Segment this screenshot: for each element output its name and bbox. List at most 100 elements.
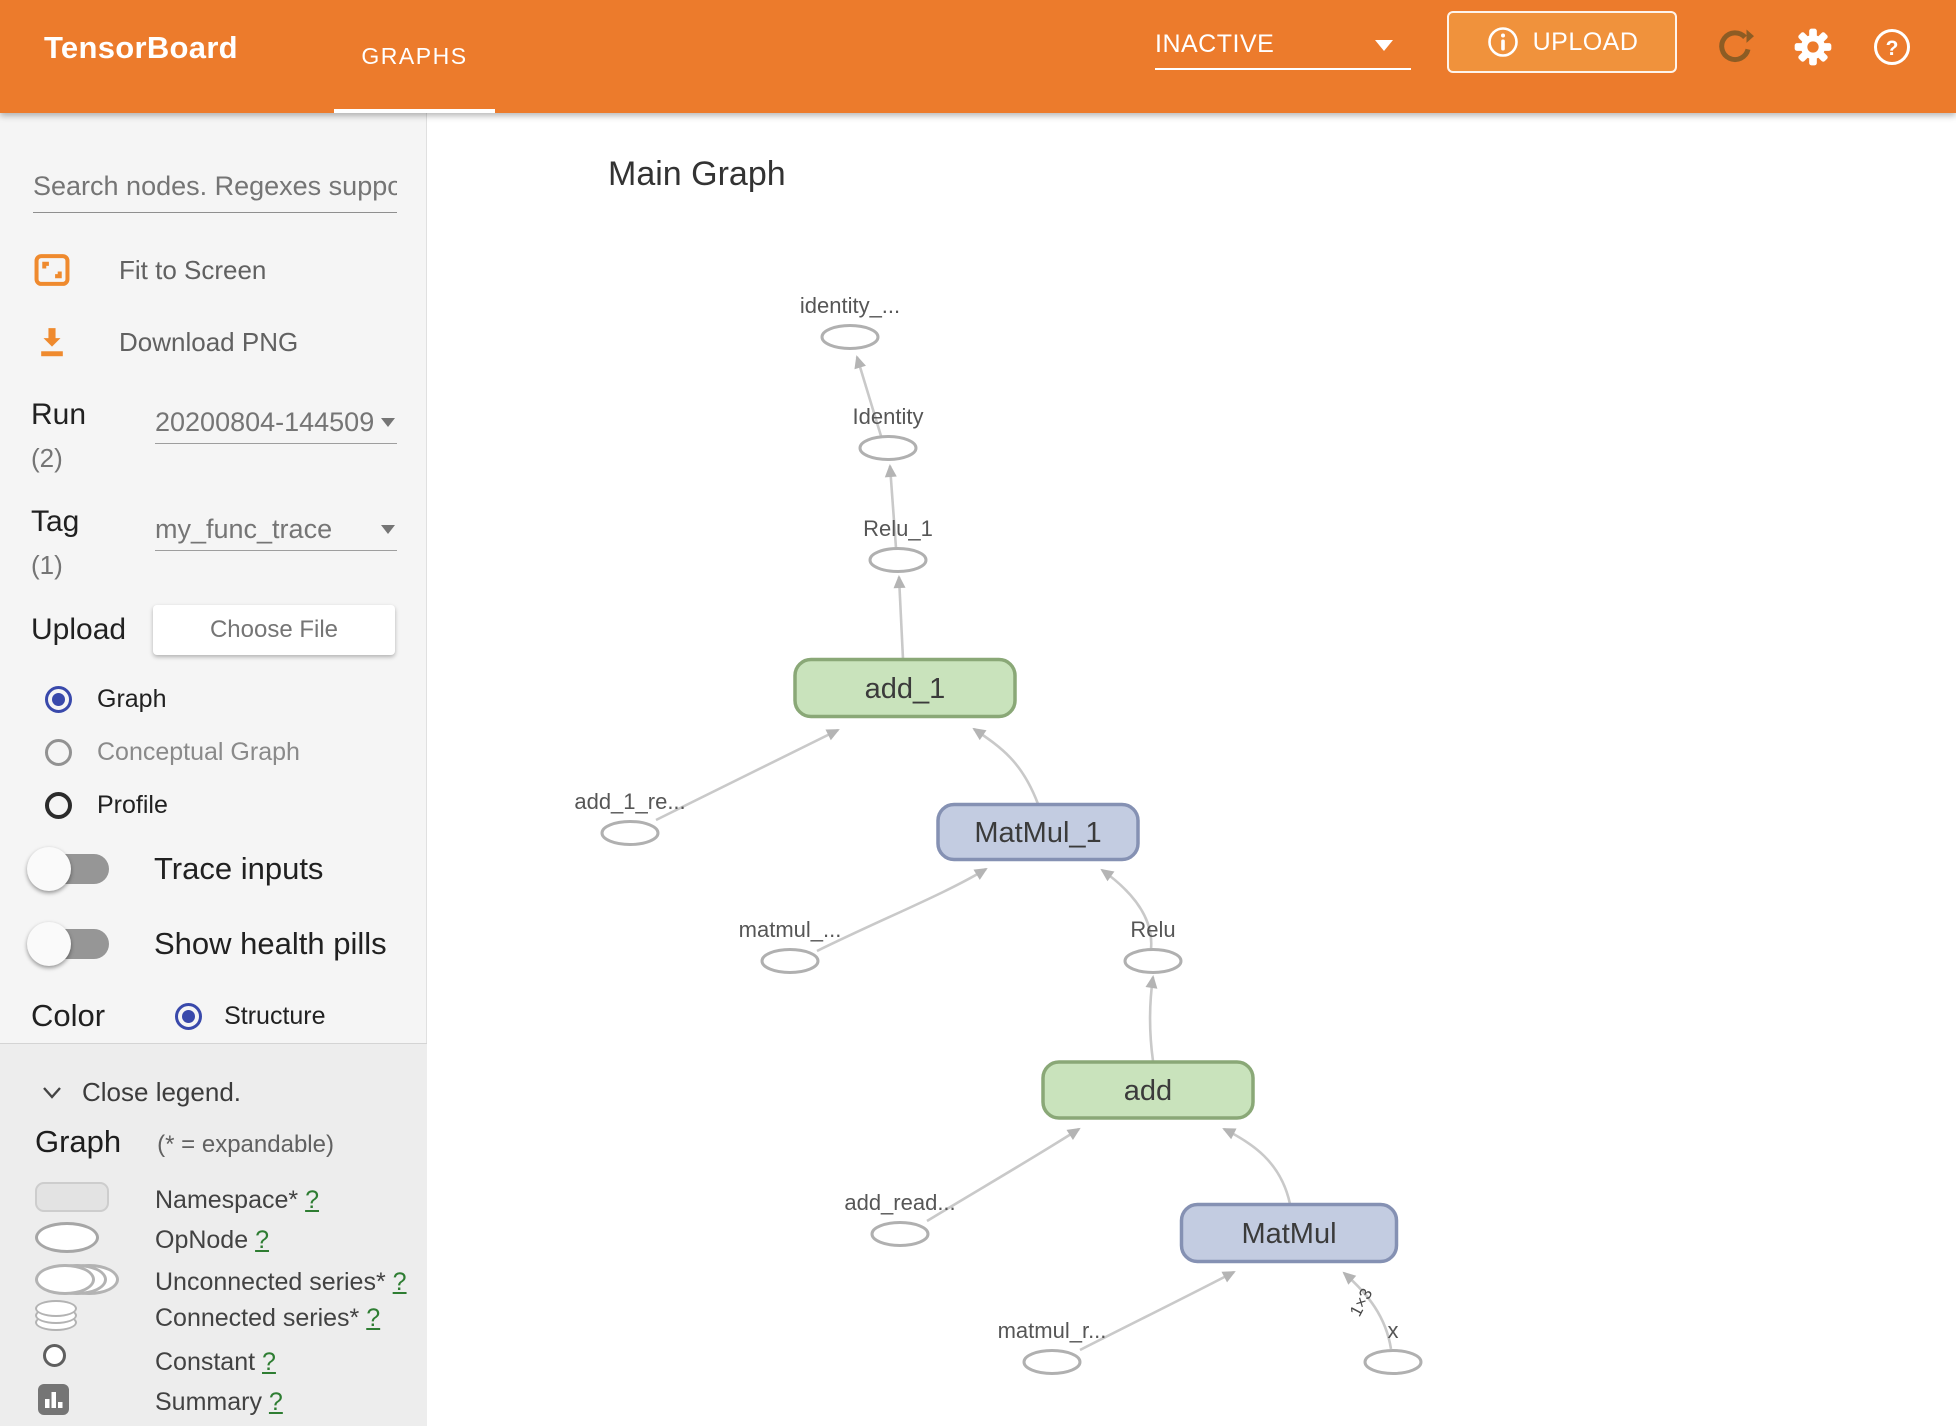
tag-label: Tag: [31, 505, 80, 538]
help-link[interactable]: ?: [366, 1304, 381, 1332]
info-icon: [1487, 27, 1518, 57]
help-icon: ?: [1874, 29, 1910, 65]
trace-inputs-toggle[interactable]: Trace inputs: [27, 847, 324, 891]
download-png-label: Download PNG: [119, 326, 299, 357]
legend-heading: Graph (* = expandable): [35, 1124, 334, 1160]
legend-label: Connected series*: [155, 1304, 360, 1332]
radio-graph[interactable]: Graph: [45, 685, 166, 714]
radio-structure-control[interactable]: [175, 1002, 203, 1030]
edge-shape-label: 1×3: [1346, 1285, 1376, 1319]
fit-to-screen-icon: [34, 254, 70, 286]
graph-node-x[interactable]: [1363, 1349, 1423, 1375]
chevron-down-icon: [1375, 40, 1393, 51]
radio-conceptual-label: Conceptual Graph: [97, 738, 300, 766]
color-structure-label: Structure: [224, 1001, 326, 1030]
radio-profile-control[interactable]: [45, 792, 72, 819]
graph-edge-add_read-to-add: [926, 1127, 1081, 1223]
show-health-pills-toggle[interactable]: Show health pills: [27, 922, 387, 966]
graph-node-Identity[interactable]: [858, 435, 918, 461]
radio-profile-label: Profile: [97, 791, 168, 819]
tag-select[interactable]: my_func_trace: [155, 509, 397, 551]
help-link[interactable]: ?: [255, 1226, 269, 1254]
legend-label: Constant: [155, 1348, 256, 1376]
svg-text:?: ?: [1886, 37, 1899, 60]
radio-graph-control[interactable]: [45, 686, 72, 713]
radio-conceptual-graph[interactable]: Conceptual Graph: [45, 738, 300, 767]
tab-graphs[interactable]: GRAPHS: [334, 0, 495, 113]
legend-heading-title: Graph: [35, 1124, 122, 1159]
legend-item-unconnected-series: Unconnected series* ?: [0, 1264, 427, 1300]
graph-node-matmul_r[interactable]: [1022, 1349, 1082, 1375]
graph-node-add_1_re[interactable]: [600, 820, 660, 846]
tag-count: (1): [31, 550, 63, 580]
graph-node-label-add_1: add_1: [865, 673, 946, 705]
run-select[interactable]: 20200804-144509: [155, 402, 397, 444]
run-label: Run: [31, 398, 87, 431]
upload-button[interactable]: UPLOAD: [1447, 11, 1677, 73]
graph-node-add_1[interactable]: [793, 657, 1017, 719]
toggle-off-icon[interactable]: [27, 922, 109, 966]
graph-node-label-x: x: [1388, 1318, 1399, 1343]
graph-edge-MatMul-to-add: [1222, 1127, 1292, 1205]
graph-node-label-add_1_re: add_1_re...: [574, 789, 685, 814]
graph-edge-Relu_1-to-Identity: [884, 464, 898, 549]
graph-node-label-matmul_read: matmul_...: [739, 917, 842, 942]
connected-series-icon: [35, 1300, 79, 1334]
graph-node-MatMul[interactable]: [1179, 1202, 1399, 1264]
graph-edge-Relu-to-MatMul_1: [1100, 868, 1153, 950]
graph-node-identity_out[interactable]: [820, 324, 880, 350]
graph-node-add_read[interactable]: [870, 1221, 930, 1247]
close-legend-label: Close legend.: [82, 1077, 241, 1107]
graph-edge-add_1-to-Relu_1: [893, 575, 906, 660]
graph-edge-add_1_re-to-add_1: [655, 728, 840, 822]
radio-graph-label: Graph: [97, 685, 167, 713]
run-select-value: 20200804-144509: [155, 407, 375, 437]
settings-button[interactable]: [1792, 26, 1834, 68]
radio-profile[interactable]: Profile: [45, 791, 168, 820]
search-input[interactable]: [33, 161, 397, 213]
namespace-swatch-icon: [35, 1182, 109, 1212]
graph-node-label-Relu_1: Relu_1: [863, 516, 933, 541]
refresh-button[interactable]: [1713, 26, 1755, 68]
graph-node-label-Relu: Relu: [1130, 917, 1175, 942]
status-dropdown[interactable]: INACTIVE: [1155, 20, 1411, 70]
legend-heading-note: (* = expandable): [157, 1131, 334, 1158]
legend-label: Namespace*: [155, 1186, 299, 1214]
graph-node-add[interactable]: [1041, 1060, 1255, 1120]
graph-node-matmul_read[interactable]: [760, 948, 820, 974]
graph-node-Relu[interactable]: [1123, 948, 1183, 974]
radio-conceptual-control[interactable]: [45, 739, 72, 766]
trace-inputs-label: Trace inputs: [154, 851, 324, 886]
legend-item-namespace: Namespace* ?: [0, 1182, 427, 1218]
refresh-icon: [1719, 29, 1754, 63]
choose-file-button[interactable]: Choose File: [153, 605, 395, 655]
help-link[interactable]: ?: [268, 1388, 283, 1416]
graph-node-Relu_1[interactable]: [868, 547, 928, 573]
graph-node-label-Identity: Identity: [853, 404, 924, 429]
help-link[interactable]: ?: [262, 1348, 276, 1376]
tab-active-indicator: [334, 109, 495, 113]
graph-node-label-add_read: add_read...: [844, 1190, 955, 1215]
close-legend-button[interactable]: Close legend.: [40, 1077, 241, 1108]
help-button[interactable]: ?: [1871, 26, 1913, 68]
legend-panel: Close legend. Graph (* = expandable) Nam…: [0, 1043, 427, 1426]
header-bar: TensorBoard GRAPHS INACTIVE UPLOAD: [0, 0, 1956, 113]
help-link[interactable]: ?: [392, 1268, 407, 1296]
fit-to-screen-label: Fit to Screen: [119, 254, 267, 285]
legend-label: Summary: [155, 1388, 262, 1416]
graph-edge-x-to-MatMul: [1342, 1271, 1393, 1350]
download-png-button[interactable]: Download PNG: [33, 325, 298, 359]
legend-item-opnode: OpNode ?: [0, 1222, 427, 1258]
gear-icon: [1794, 28, 1832, 66]
graph-node-MatMul_1[interactable]: [936, 802, 1140, 862]
help-link[interactable]: ?: [305, 1186, 319, 1214]
toggle-off-icon[interactable]: [27, 847, 109, 891]
graph-edge-MatMul_1-to-add_1: [972, 727, 1040, 805]
graph-node-label-identity_out: identity_...: [800, 293, 900, 318]
graph-edge-add-to-Relu: [1145, 975, 1158, 1062]
constant-swatch-icon: [43, 1344, 66, 1367]
sidebar: Fit to Screen Download PNG Run (2) 20200…: [0, 113, 427, 1426]
fit-to-screen-button[interactable]: Fit to Screen: [33, 253, 266, 287]
